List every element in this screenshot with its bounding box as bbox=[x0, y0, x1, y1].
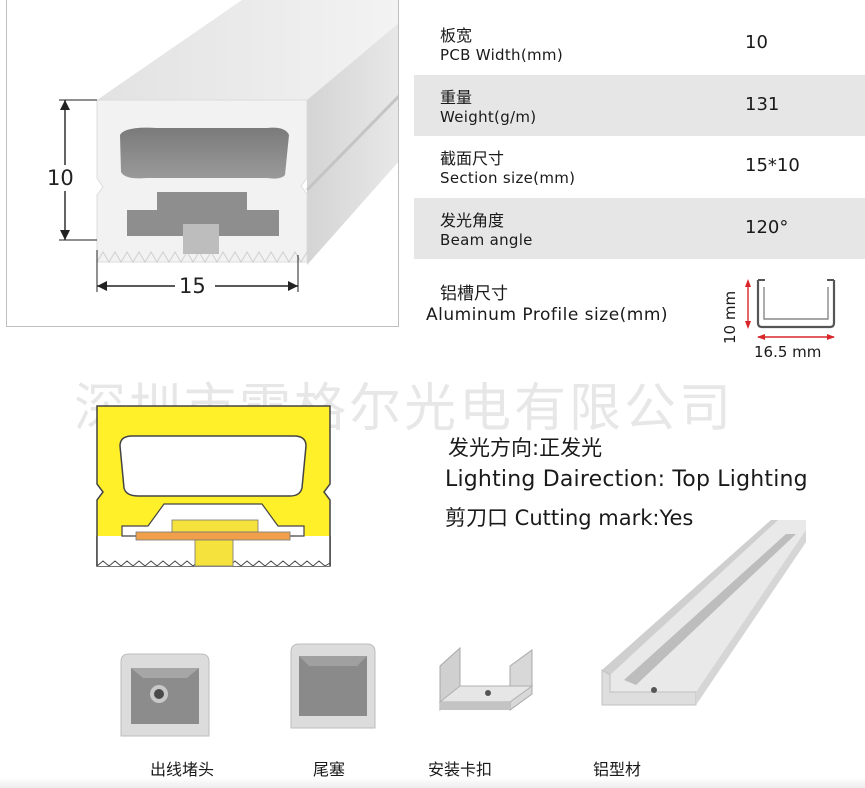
product-photo-panel: 10 15 bbox=[6, 0, 399, 327]
lighting-direction-cn: 发光方向:正发光 bbox=[448, 436, 603, 460]
height-dimension-label: 10 bbox=[47, 166, 74, 190]
spec-value: 131 bbox=[745, 93, 780, 115]
spec-label-en: Beam angle bbox=[440, 230, 533, 249]
accessory-label-aluminum-profile: 铝型材 bbox=[593, 760, 642, 779]
mounting-clip-image bbox=[438, 646, 534, 712]
spec-row-section-size: 截面尺寸 Section size(mm) 15*10 bbox=[414, 136, 865, 198]
lighting-cross-section-diagram bbox=[96, 405, 331, 567]
accessory-label-end-cap: 出线堵头 bbox=[150, 760, 215, 779]
spec-label-en: Weight(g/m) bbox=[440, 107, 537, 126]
spec-value: 15*10 bbox=[745, 155, 800, 176]
spec-label-en: Section size(mm) bbox=[440, 169, 576, 187]
spec-label-cn: 板宽 bbox=[440, 26, 473, 45]
spec-label-cn: 截面尺寸 bbox=[440, 149, 505, 168]
aluminum-profile-diagram bbox=[745, 279, 836, 340]
accessory-label-mounting-clip: 安装卡扣 bbox=[428, 760, 493, 779]
profile-label-cn: 铝槽尺寸 bbox=[440, 284, 508, 304]
lighting-direction-en: Lighting Dairection: Top Lighting bbox=[445, 467, 808, 492]
bottom-divider bbox=[0, 778, 865, 788]
spec-label-cn: 发光角度 bbox=[440, 210, 505, 230]
spec-row-beam-angle: 发光角度 Beam angle 120° bbox=[414, 197, 865, 259]
neon-strip-3d-illustration bbox=[47, 0, 398, 292]
accessory-label-tail-plug: 尾塞 bbox=[313, 760, 346, 779]
spec-row-pcb-width: 板宽 PCB Width(mm) 10 bbox=[414, 13, 865, 75]
spec-row-weight: 重量 Weight(g/m) 131 bbox=[414, 74, 865, 136]
profile-label-en: Aluminum Profile size(mm) bbox=[426, 305, 669, 325]
profile-height-label: 10 mm bbox=[721, 290, 739, 344]
spec-value: 120° bbox=[745, 216, 789, 238]
cutting-mark-text: 剪刀口 Cutting mark:Yes bbox=[445, 506, 694, 530]
width-dimension-label: 15 bbox=[179, 274, 206, 298]
aluminum-rail-image bbox=[601, 520, 806, 706]
end-cap-with-hole-image bbox=[120, 653, 210, 737]
spec-label-en: PCB Width(mm) bbox=[440, 46, 563, 64]
spec-value: 10 bbox=[745, 32, 768, 53]
spec-table: 板宽 PCB Width(mm) 10 重量 Weight(g/m) 131 截… bbox=[414, 13, 865, 259]
spec-label-cn: 重量 bbox=[440, 87, 473, 107]
profile-width-label: 16.5 mm bbox=[754, 343, 822, 361]
tail-plug-image bbox=[290, 643, 376, 729]
